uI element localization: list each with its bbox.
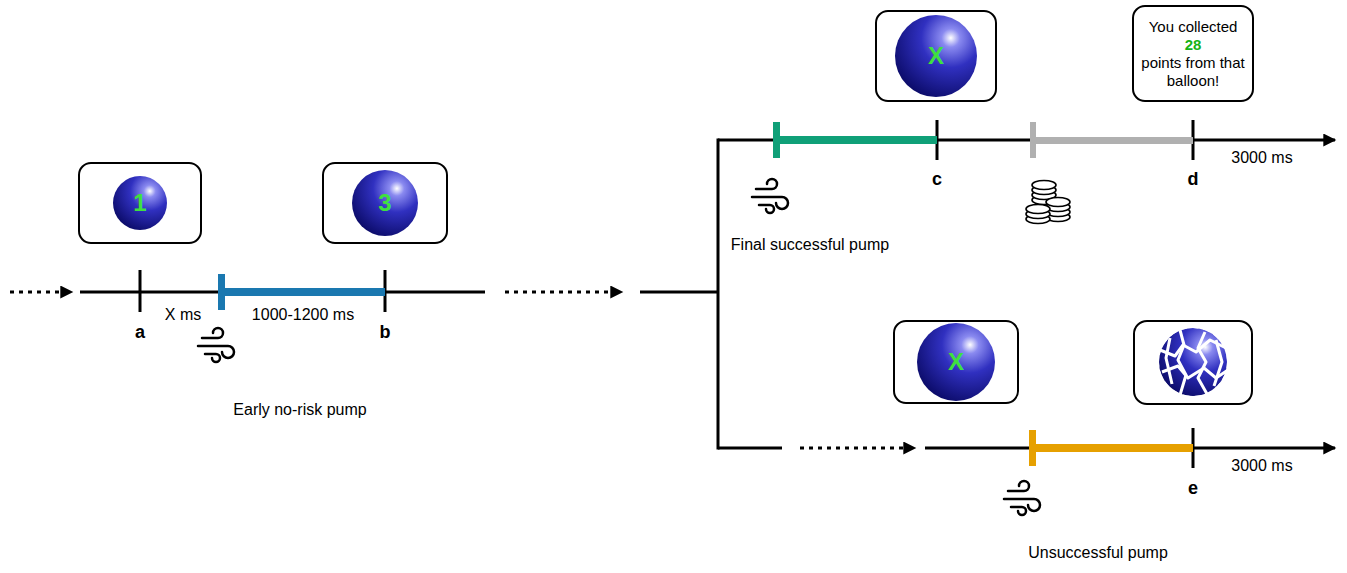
wind-icon xyxy=(198,328,234,362)
dotted-arrow xyxy=(505,291,622,294)
balloon xyxy=(113,176,167,230)
wind-stroke xyxy=(1004,499,1040,511)
coin xyxy=(1032,181,1056,190)
interval-bar xyxy=(222,288,385,296)
balloon-fragments xyxy=(1159,328,1227,396)
balloon-screen: X xyxy=(893,320,1019,404)
timeline-label: Final successful pump xyxy=(731,235,889,254)
reward-tick xyxy=(1030,122,1036,158)
branch-split xyxy=(717,139,720,450)
feedback-text: You collected xyxy=(1149,18,1238,36)
timeline-label: 1000-1200 ms xyxy=(252,305,354,324)
wind-stroke xyxy=(759,205,774,213)
timeline-label: Early no-risk pump xyxy=(233,400,366,419)
balloon-screen: 3 xyxy=(322,162,448,244)
balloon xyxy=(917,323,995,401)
points-value: 28 xyxy=(1185,36,1202,54)
burst-cracks xyxy=(1160,330,1228,395)
crack xyxy=(1178,330,1186,395)
wind-icon xyxy=(1004,481,1040,515)
event-letter: b xyxy=(380,322,391,344)
pump-count: 3 xyxy=(378,191,391,215)
burst-balloon xyxy=(1157,326,1229,398)
balloon xyxy=(352,170,418,236)
wind-stroke xyxy=(205,354,220,362)
feedback-text: points from that balloon! xyxy=(1139,54,1247,90)
timeline-label: Unsuccessful pump xyxy=(1028,543,1168,562)
event-tick xyxy=(139,270,142,312)
timeline-label: 3000 ms xyxy=(1231,456,1292,475)
interval-bar xyxy=(777,136,937,144)
wind-stroke xyxy=(1008,481,1029,491)
pump-count: X xyxy=(928,44,944,68)
pump-count: X xyxy=(948,350,964,374)
time-axis xyxy=(718,447,782,450)
early-timeline xyxy=(10,270,622,312)
pump-count: 1 xyxy=(133,191,146,215)
wind-stroke xyxy=(1011,507,1026,515)
timeline-label: 3000 ms xyxy=(1231,148,1292,167)
interval-bar xyxy=(1033,137,1193,144)
crack xyxy=(1214,340,1222,386)
coin xyxy=(1046,198,1070,207)
pump-tick xyxy=(218,274,225,310)
coin xyxy=(1026,205,1050,214)
dotted-arrow xyxy=(10,291,72,294)
screen-box xyxy=(1134,321,1252,404)
event-letter: c xyxy=(932,169,942,191)
balloon-screen: 1 xyxy=(78,162,202,244)
dotted-arrow xyxy=(800,447,915,450)
pump-tick xyxy=(1029,430,1036,466)
wind-stroke xyxy=(752,197,788,209)
event-letter: a xyxy=(135,322,145,344)
coins-icon xyxy=(1026,181,1070,224)
event-letter: e xyxy=(1188,478,1198,500)
balloon-screen: X xyxy=(875,10,997,102)
balloon xyxy=(895,15,977,97)
wind-stroke xyxy=(202,328,223,338)
burst-edge xyxy=(1157,326,1229,398)
event-letter: d xyxy=(1188,169,1199,191)
time-axis xyxy=(640,291,718,294)
timeline-label: X ms xyxy=(165,305,201,324)
crack xyxy=(1198,332,1207,394)
feedback-screen: You collected28points from that balloon! xyxy=(1132,5,1254,102)
wind-stroke xyxy=(198,346,234,358)
branch-timelines xyxy=(640,120,1335,468)
pump-tick xyxy=(773,122,780,158)
interval-bar xyxy=(1033,444,1193,452)
wind-stroke xyxy=(756,179,777,189)
wind-icon xyxy=(752,179,788,213)
crack xyxy=(1166,338,1172,384)
